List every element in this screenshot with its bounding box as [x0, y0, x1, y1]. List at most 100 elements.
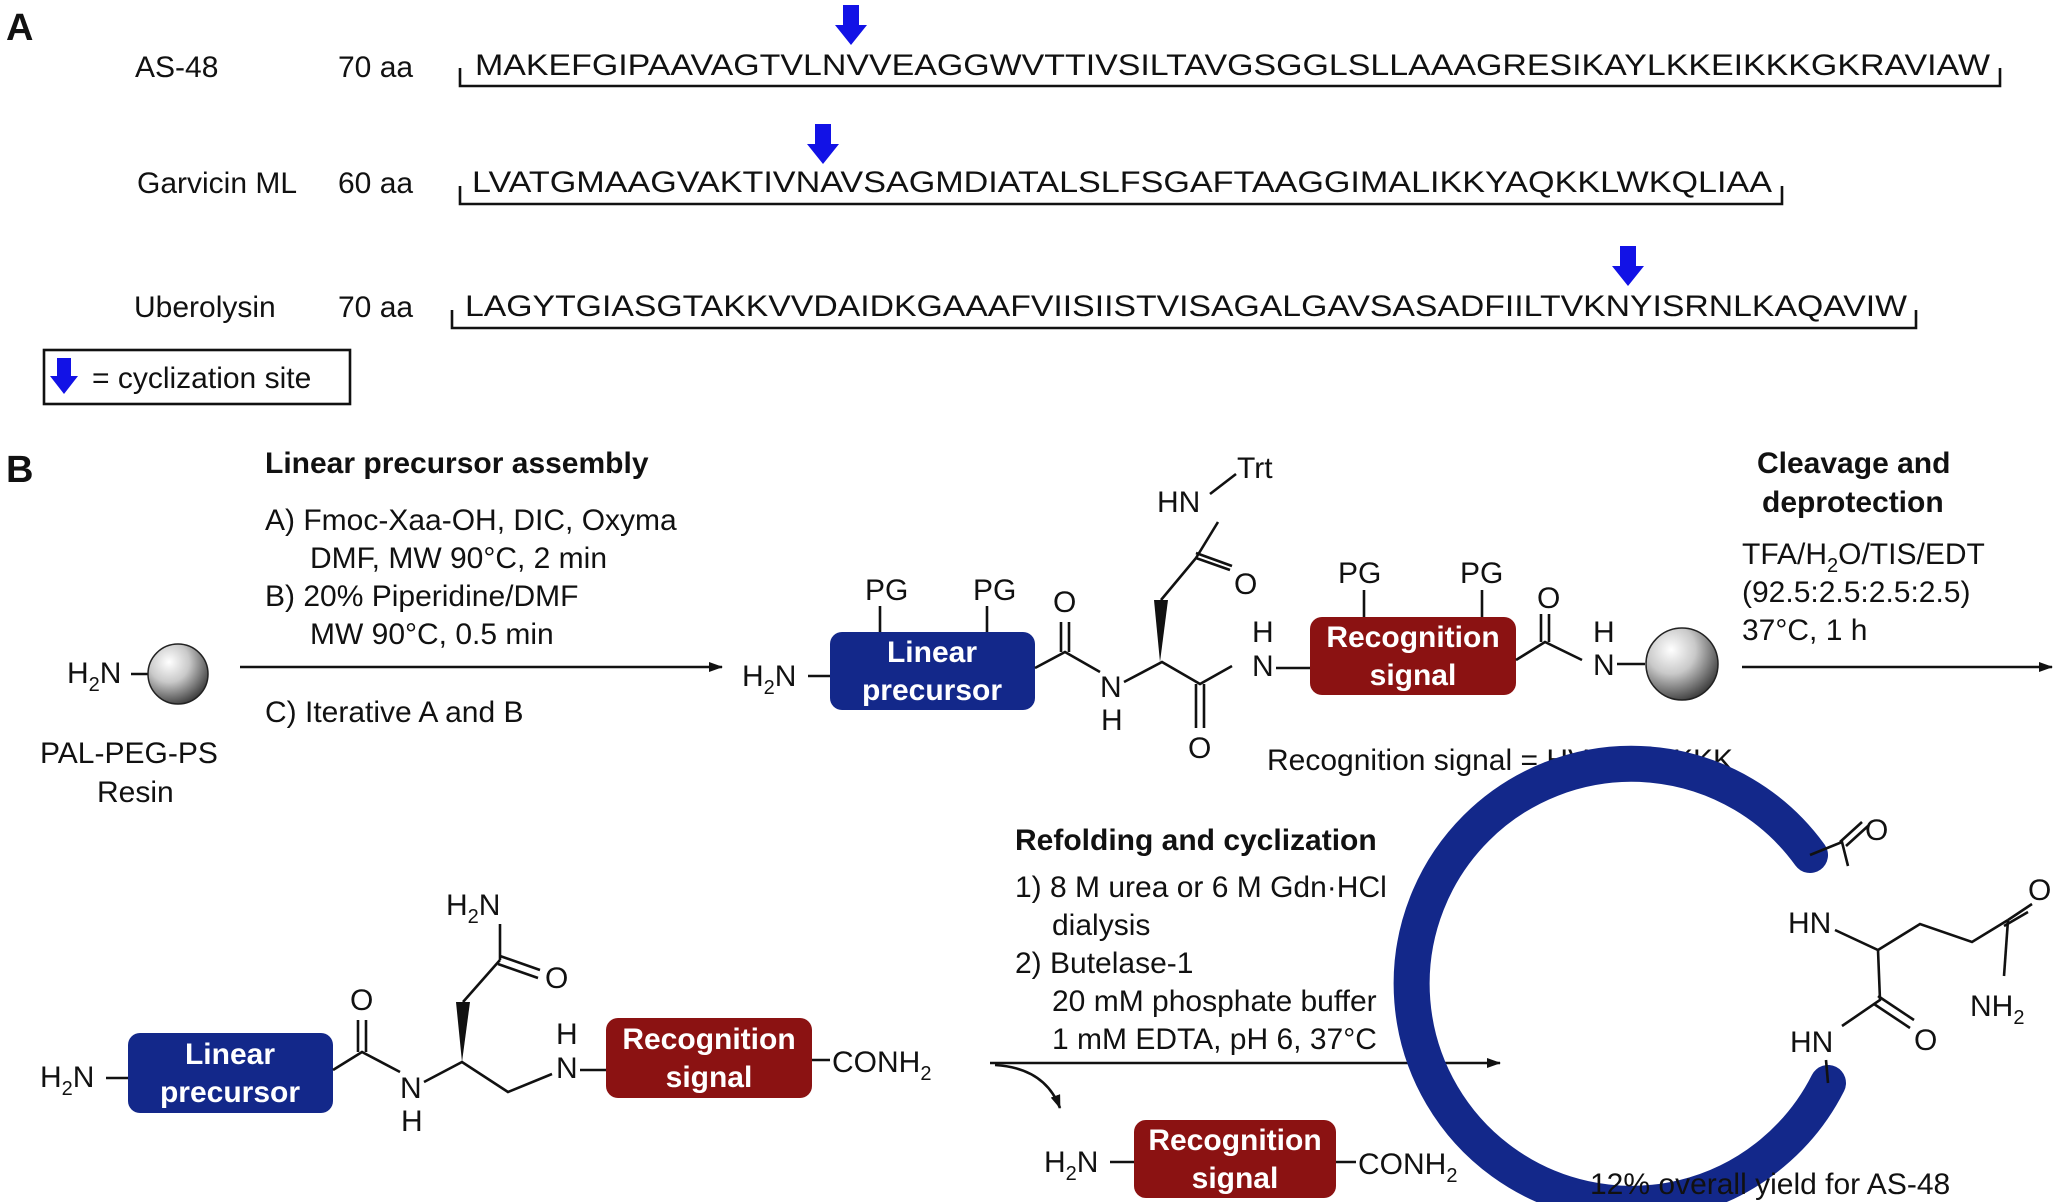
- recognition-signal-block: [606, 1018, 812, 1098]
- cyclization-arrow-icon: [1612, 246, 1644, 286]
- sequence-text: LVATGMAAGVAKTIVNAVSAGMDIATALSLFSGAFTAAGG…: [472, 166, 1772, 199]
- svg-text:N: N: [1593, 649, 1615, 682]
- sequence-length: 70 aa: [338, 291, 413, 324]
- sequence-bracket: [458, 68, 2002, 88]
- svg-text:O: O: [1053, 586, 1076, 619]
- svg-text:H: H: [1101, 704, 1123, 737]
- svg-text:signal: signal: [666, 1061, 753, 1094]
- step-line: 20 mM phosphate buffer: [1052, 985, 1377, 1018]
- svg-text:HN: HN: [1157, 486, 1200, 519]
- svg-text:H: H: [401, 1105, 423, 1138]
- svg-text:(92.5:2.5:2.5:2.5): (92.5:2.5:2.5:2.5): [1742, 576, 1971, 609]
- svg-text:H: H: [1593, 616, 1615, 649]
- cyclization-arrow-icon: [50, 358, 78, 394]
- step-line: B) 20% Piperidine/DMF: [265, 580, 578, 613]
- protecting-group: PG: [1338, 557, 1381, 590]
- svg-text:CONH2: CONH2: [832, 1046, 931, 1085]
- svg-text:H2N: H2N: [446, 889, 500, 928]
- sequence-name: AS-48: [135, 51, 218, 84]
- svg-text:37°C, 1 h: 37°C, 1 h: [1742, 614, 1867, 647]
- svg-text:signal: signal: [1192, 1162, 1279, 1195]
- svg-text:O: O: [350, 984, 373, 1017]
- svg-text:O: O: [1865, 814, 1888, 847]
- step-line: 1) 8 M urea or 6 M Gdn·HCl: [1015, 871, 1387, 904]
- svg-text:HN: HN: [1790, 1026, 1833, 1059]
- sequence-bracket: [458, 186, 1784, 206]
- svg-text:O: O: [545, 962, 568, 995]
- sequence-row-uberolysin: Uberolysin 70 aa LAGYTGIASGTAKKVVDAIDKGA…: [134, 290, 1918, 330]
- protecting-group: PG: [973, 574, 1016, 607]
- sequence-length: 60 aa: [338, 167, 413, 200]
- step-linear-assembly: Linear precursor assembly A) Fmoc-Xaa-OH…: [265, 447, 677, 729]
- linear-peptide: H2N Linear precursor O N H H2N O H N Rec…: [40, 889, 931, 1138]
- sequence-name: Uberolysin: [134, 291, 276, 324]
- svg-text:O: O: [1234, 568, 1257, 601]
- step-line: MW 90°C, 0.5 min: [310, 618, 554, 651]
- svg-text:H2N: H2N: [67, 657, 121, 696]
- svg-text:N: N: [1252, 650, 1274, 683]
- legend-text: = cyclization site: [92, 362, 311, 395]
- step-line: 2) Butelase-1: [1015, 947, 1193, 980]
- svg-text:CONH2: CONH2: [1358, 1148, 1457, 1187]
- svg-text:NH2: NH2: [1970, 990, 2024, 1029]
- svg-text:N: N: [1100, 671, 1122, 704]
- released-recognition-signal: H2N Recognition signal CONH2: [1044, 1120, 1457, 1198]
- panel-label-a: A: [6, 7, 33, 49]
- svg-text:H2N: H2N: [742, 660, 796, 699]
- recognition-signal-block: [1134, 1120, 1336, 1198]
- svg-text:O: O: [1537, 582, 1560, 615]
- svg-text:N: N: [556, 1052, 578, 1085]
- cyclic-product: O HN O NH2 O HN: [1393, 745, 2051, 1202]
- step-line: DMF, MW 90°C, 2 min: [310, 542, 607, 575]
- resin-bound-peptide: H2N Linear precursor PG PG O N H HN Trt …: [742, 452, 1719, 765]
- svg-text:Recognition: Recognition: [622, 1023, 795, 1056]
- step-line: A) Fmoc-Xaa-OH, DIC, Oxyma: [265, 504, 677, 537]
- svg-text:Recognition: Recognition: [1326, 621, 1499, 654]
- sequence-name: Garvicin ML: [137, 167, 297, 200]
- svg-text:O: O: [2028, 874, 2051, 907]
- svg-text:H2N: H2N: [40, 1061, 94, 1100]
- step-line: C) Iterative A and B: [265, 696, 523, 729]
- step-title: Cleavage and: [1757, 447, 1950, 480]
- svg-text:Linear: Linear: [887, 636, 977, 669]
- step-title: Refolding and cyclization: [1015, 824, 1377, 857]
- svg-text:HN: HN: [1788, 907, 1831, 940]
- svg-text:signal: signal: [1370, 659, 1457, 692]
- svg-text:precursor: precursor: [160, 1076, 300, 1109]
- svg-text:O: O: [1188, 732, 1211, 765]
- sequence-length: 70 aa: [338, 51, 413, 84]
- linear-precursor-block: [830, 632, 1035, 710]
- recognition-signal-block: [1310, 617, 1516, 695]
- step-line: 1 mM EDTA, pH 6, 37°C: [1052, 1023, 1377, 1056]
- step-cyclization: Refolding and cyclization 1) 8 M urea or…: [1015, 824, 1387, 1056]
- cyclization-arrow-icon: [835, 5, 867, 45]
- resin-bead-icon: [147, 643, 209, 705]
- legend-box: = cyclization site: [42, 348, 352, 406]
- svg-text:H: H: [1252, 616, 1274, 649]
- step-cleavage: Cleavage and deprotection TFA/H2O/TIS/ED…: [1742, 447, 1985, 647]
- svg-text:precursor: precursor: [862, 674, 1002, 707]
- step-title: Linear precursor assembly: [265, 447, 649, 480]
- protecting-group: PG: [865, 574, 908, 607]
- svg-text:Recognition: Recognition: [1148, 1124, 1321, 1157]
- svg-text:Trt: Trt: [1237, 452, 1273, 485]
- resin-bead-start: H2N PAL-PEG-PS Resin: [40, 643, 218, 809]
- svg-text:H2N: H2N: [1044, 1146, 1098, 1185]
- step-title: deprotection: [1762, 486, 1944, 519]
- panel-label-b: B: [6, 449, 33, 491]
- yield-caption: 12% overall yield for AS-48: [1590, 1168, 1950, 1201]
- svg-text:O: O: [1914, 1024, 1937, 1057]
- cyclization-arrow-icon: [807, 124, 839, 164]
- step-line: dialysis: [1052, 909, 1150, 942]
- resin-label: Resin: [97, 776, 174, 809]
- sequence-text: LAGYTGIASGTAKKVVDAIDKGAAAFVIISIISTVISAGA…: [465, 290, 1907, 323]
- cyclic-backbone-ring: [1393, 745, 1846, 1202]
- svg-text:TFA/H2O/TIS/EDT: TFA/H2O/TIS/EDT: [1742, 538, 1985, 577]
- resin-label: PAL-PEG-PS: [40, 737, 218, 770]
- resin-bead-icon: [1645, 627, 1719, 701]
- protecting-group: PG: [1460, 557, 1503, 590]
- sequence-row-garvicin: Garvicin ML 60 aa LVATGMAAGVAKTIVNAVSAGM…: [137, 166, 1784, 206]
- sequence-bracket: [450, 310, 1918, 330]
- svg-text:N: N: [400, 1072, 422, 1105]
